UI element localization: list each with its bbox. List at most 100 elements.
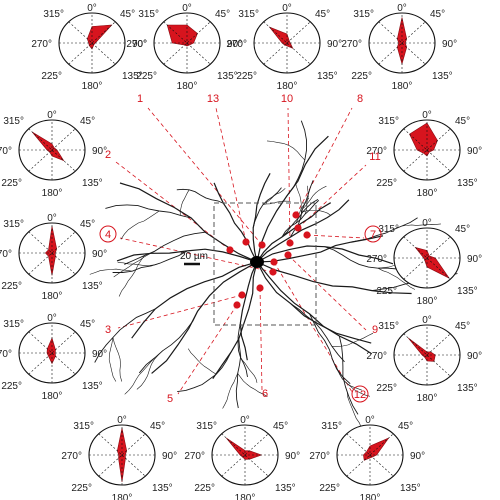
angle-label: 270° [366, 254, 387, 265]
angle-label: 270° [0, 349, 12, 360]
angle-label: 270° [0, 249, 12, 260]
angle-label: 90° [92, 249, 107, 260]
dendrite [351, 217, 418, 243]
angle-label: 135° [432, 71, 453, 82]
dendrite [105, 204, 192, 219]
zoom-region-box [213, 202, 317, 326]
polar-axis [378, 21, 426, 65]
angle-label: 90° [162, 451, 177, 462]
angle-label: 315° [3, 219, 24, 230]
angle-label: 90° [227, 39, 242, 50]
scale-bar: 20 µm [180, 251, 208, 266]
angle-label: 0° [87, 3, 97, 14]
circled-label-ring [351, 385, 369, 403]
dendrite [89, 268, 133, 275]
angle-label: 0° [422, 110, 432, 121]
spine-marker-5 [233, 301, 241, 309]
dendrite [213, 182, 258, 263]
dendrite [112, 337, 123, 382]
dendrite [187, 348, 217, 375]
angle-label: 180° [177, 81, 198, 92]
spine-marker-12 [270, 258, 278, 266]
angle-label: 45° [455, 321, 470, 332]
spine-label-12: 12 [354, 389, 366, 401]
dendrite [256, 202, 332, 263]
polar-plot-3: 0°45°90°135°180°225°270°315° [0, 313, 107, 402]
dendrite [290, 303, 345, 363]
angle-label: 315° [378, 116, 399, 127]
dendrite [176, 188, 224, 204]
polar-plot-4: 0°45°90°135°180°225°270°315° [0, 213, 107, 302]
angle-label: 45° [455, 116, 470, 127]
angle-label: 315° [138, 9, 159, 20]
angle-label: 90° [327, 39, 342, 50]
angle-label: 90° [92, 146, 107, 157]
angle-label: 0° [397, 3, 407, 14]
polar-plot-9: 0°45°90°135°180°225°270°315° [366, 315, 482, 404]
dendrite [212, 261, 258, 380]
dendrite [256, 261, 372, 344]
angle-label: 315° [3, 116, 24, 127]
angle-label: 180° [417, 393, 438, 404]
spine-label-7: 7 [370, 229, 376, 241]
polar-plot-7: 0°45°90°135°180°225°270°315° [366, 218, 482, 307]
guide-line-10 [287, 107, 291, 244]
dendrite [332, 359, 363, 391]
spine-label-10: 10 [281, 93, 293, 105]
angle-label: 45° [150, 421, 165, 432]
dendrite [239, 261, 258, 361]
angle-label: 0° [182, 3, 192, 14]
polar-tuning-polygon [46, 337, 56, 365]
angle-label: 0° [47, 110, 57, 121]
polar-plot-1: 0°45°90°135°180°225°270°315° [31, 3, 147, 92]
angle-label: 315° [196, 421, 217, 432]
angle-label: 135° [457, 383, 478, 394]
dendrite [345, 386, 362, 429]
angle-label: 90° [467, 254, 482, 265]
angle-label: 180° [42, 188, 63, 199]
polar-axis [98, 433, 146, 477]
dendrite [94, 308, 156, 363]
angle-label: 270° [309, 451, 330, 462]
angle-label: 225° [136, 71, 157, 82]
polar-axis [403, 128, 451, 172]
angle-label: 315° [378, 321, 399, 332]
dendrite [124, 357, 155, 395]
angle-label: 135° [275, 483, 296, 494]
angle-label: 225° [71, 483, 92, 494]
angle-label: 135° [82, 178, 103, 189]
dendrite [309, 313, 351, 385]
dendrite [108, 337, 117, 382]
guide-line-2 [115, 161, 231, 251]
polar-axis [403, 333, 451, 377]
polar-axis [403, 236, 451, 280]
spine-label-13: 13 [207, 93, 219, 105]
angle-label: 135° [457, 178, 478, 189]
dendrite [112, 250, 188, 273]
angle-label: 135° [457, 286, 478, 297]
dendrite [401, 223, 441, 227]
guide-line-9 [287, 254, 367, 331]
angle-label: 225° [194, 483, 215, 494]
guide-lines [115, 107, 367, 395]
angle-label: 180° [277, 81, 298, 92]
dendrite [256, 199, 350, 263]
angle-label: 180° [112, 493, 133, 500]
polar-plot-8: 0°45°90°135°180°225°270°315° [341, 3, 457, 92]
polar-axis [263, 21, 311, 65]
angle-label: 225° [41, 71, 62, 82]
angle-label: 315° [73, 421, 94, 432]
angle-label: 270° [366, 351, 387, 362]
angle-label: 270° [0, 146, 12, 157]
angle-label: 45° [80, 116, 95, 127]
dendrite [118, 255, 145, 297]
angle-label: 270° [31, 39, 52, 50]
polar-tuning-polygon [44, 225, 58, 276]
angle-label: 135° [217, 71, 238, 82]
dendrite [222, 373, 238, 409]
angle-label: 270° [341, 39, 362, 50]
guide-line-1 [147, 107, 263, 246]
angle-label: 135° [152, 483, 173, 494]
dendrite [177, 352, 232, 393]
